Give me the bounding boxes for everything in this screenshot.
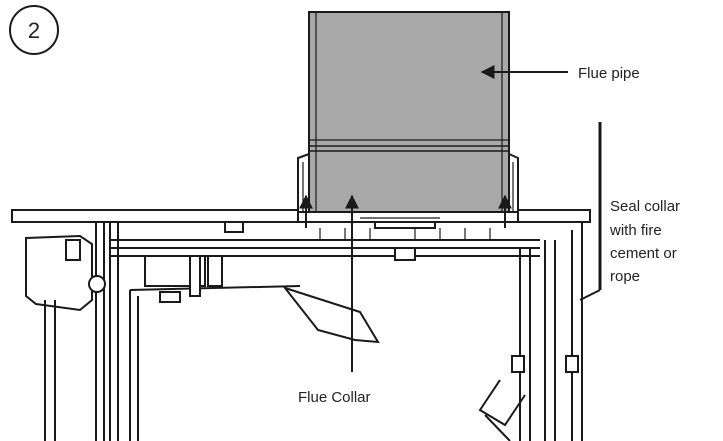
seal-collar-callout: Seal collar with fire cement or rope bbox=[609, 198, 680, 285]
stove-top-plate bbox=[11, 209, 591, 229]
seal-label-line4: rope bbox=[610, 268, 640, 285]
stove-right-side bbox=[478, 122, 602, 441]
step-badge: 2 bbox=[9, 5, 59, 55]
flue-collar-callout: Flue Collar bbox=[298, 200, 371, 406]
baffle bbox=[129, 255, 380, 441]
step-number: 2 bbox=[28, 18, 40, 43]
flue-pipe-label: Flue pipe bbox=[578, 65, 640, 82]
step-circle bbox=[9, 5, 59, 55]
flue-pipe bbox=[308, 11, 510, 213]
flue-pipe-body bbox=[308, 11, 510, 213]
seal-label-line1: Seal collar bbox=[610, 198, 680, 215]
flue-pipe-callout: Flue pipe bbox=[480, 65, 640, 82]
stove-internals bbox=[110, 221, 540, 261]
flue-collar-label: Flue Collar bbox=[298, 389, 371, 406]
seal-label-line2: with fire bbox=[609, 222, 662, 239]
seal-label-line3: cement or bbox=[610, 245, 677, 262]
stove-left-side bbox=[25, 222, 119, 441]
